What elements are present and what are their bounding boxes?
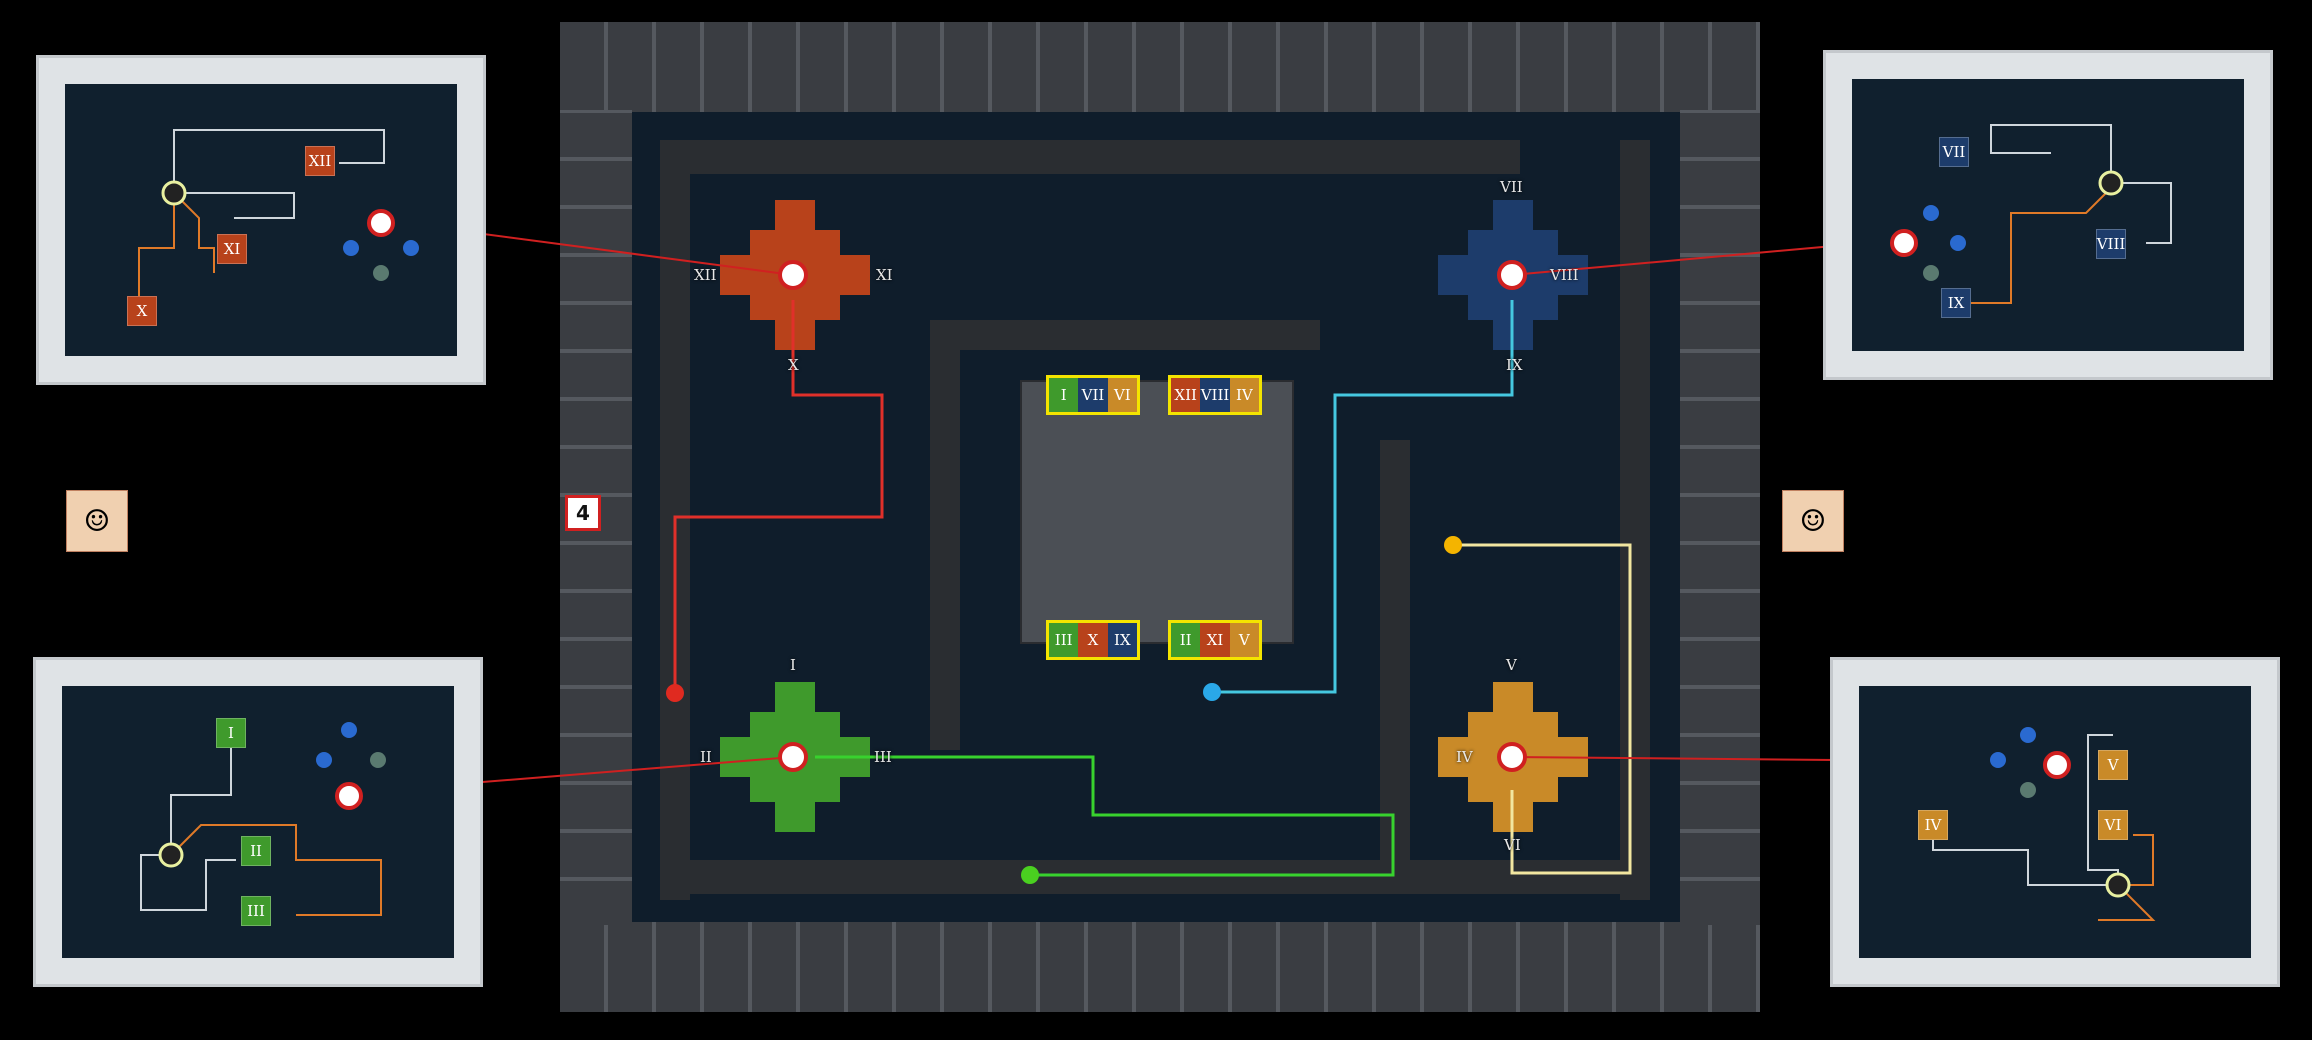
code-label: X (1078, 623, 1108, 657)
code-label: VIII (1200, 378, 1230, 412)
panel-bottom-left: I II III (33, 657, 483, 987)
panel-label: XI (217, 234, 247, 264)
hub-label: I (790, 656, 796, 674)
emitter-red (666, 684, 684, 702)
panel-top-left: XII XI X (36, 55, 486, 385)
hub-label: III (874, 748, 892, 766)
panel-label: IX (1941, 288, 1971, 318)
corridor (940, 320, 1320, 350)
hub-center-marker (778, 742, 808, 772)
board-wall-bottom (560, 922, 1760, 1012)
level-number: 4 (576, 501, 590, 525)
hub-center-marker (1497, 742, 1527, 772)
panel-label: VI (2098, 810, 2128, 840)
character-portrait-icon: ☺ (1782, 490, 1844, 552)
code-label: IX (1107, 623, 1137, 657)
code-label: VI (1107, 378, 1137, 412)
panel-label: II (241, 836, 271, 866)
code-label: XI (1200, 623, 1230, 657)
level-number-badge: 4 (565, 495, 601, 531)
panel-label: I (216, 718, 246, 748)
hub-label: VIII (1550, 266, 1579, 284)
code-label: IV (1229, 378, 1259, 412)
corridor (930, 320, 960, 750)
hub-label: IV (1456, 748, 1473, 766)
laser-green (815, 755, 1395, 877)
panel-circuit (1932, 727, 2156, 921)
code-group-bottom-left: III X IX (1046, 620, 1140, 660)
code-group-top-right: XII VIII IV (1168, 375, 1262, 415)
panel-label: III (241, 896, 271, 926)
panel-top-right: VII VIII IX (1823, 50, 2273, 380)
laser-cyan (1212, 300, 1514, 694)
hub-label: IX (1506, 356, 1523, 374)
hub-center-marker (1497, 260, 1527, 290)
hub-label: XII (694, 266, 717, 284)
emitter-green (1021, 866, 1039, 884)
panel-label: V (2098, 750, 2128, 780)
board-wall-top (560, 22, 1760, 112)
panel-label: XII (305, 146, 335, 176)
code-label: III (1049, 623, 1079, 657)
panel-circuit (140, 722, 386, 916)
code-label: VII (1078, 378, 1108, 412)
corridor (660, 860, 1640, 894)
code-label: II (1171, 623, 1201, 657)
panel-circuit (1890, 124, 2172, 304)
central-room (1020, 380, 1294, 644)
panel-label: IV (1918, 810, 1948, 840)
code-label: XII (1171, 378, 1201, 412)
hub-label: V (1506, 656, 1517, 674)
emitter-yellow (1444, 536, 1462, 554)
hub-label: XI (876, 266, 893, 284)
code-group-top-left: I VII VI (1046, 375, 1140, 415)
hub-center-marker (778, 260, 808, 290)
corridor (1620, 140, 1650, 900)
character-portrait-icon: ☺ (66, 490, 128, 552)
panel-label: VII (1939, 137, 1969, 167)
panel-bottom-right: V IV VI (1830, 657, 2280, 987)
board-wall-right (1680, 110, 1760, 925)
hub-label: II (700, 748, 712, 766)
code-group-bottom-right: II XI V (1168, 620, 1262, 660)
panel-circuit (138, 129, 419, 308)
emitter-cyan (1203, 683, 1221, 701)
hub-label: VII (1500, 178, 1523, 196)
code-label: I (1049, 378, 1079, 412)
hub-label: VI (1504, 836, 1521, 854)
laser-red (673, 300, 884, 690)
corridor (660, 140, 1520, 174)
panel-label: VIII (2096, 229, 2126, 259)
panel-label: X (127, 296, 157, 326)
laser-yellow (1453, 543, 1632, 875)
hub-label: X (788, 356, 799, 374)
corridor (1380, 440, 1410, 880)
code-label: V (1229, 623, 1259, 657)
